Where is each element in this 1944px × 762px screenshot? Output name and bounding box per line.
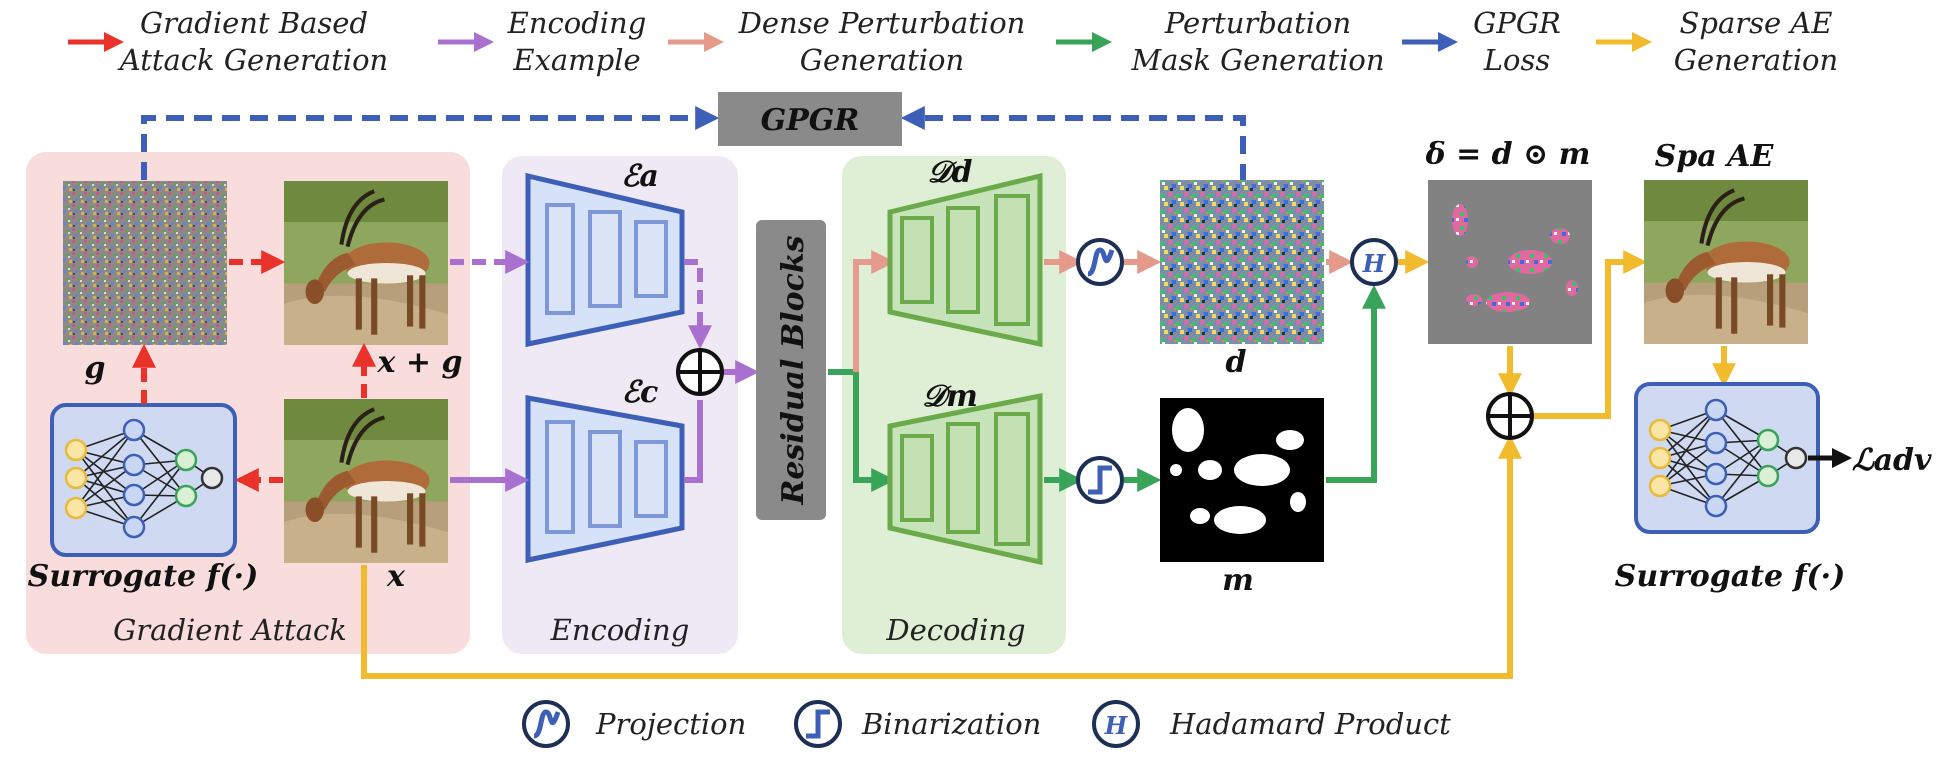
binarization-icon xyxy=(1076,456,1124,504)
binarization-legend-label: Binarization xyxy=(861,707,1041,741)
legend-encoding-line1: Encoding xyxy=(507,6,647,40)
legend-sparse-line2: Generation xyxy=(1674,43,1838,77)
noise-image-g xyxy=(63,181,227,345)
legend-attack-line1: Gradient Based xyxy=(140,6,368,40)
dense-perturbation-image-d xyxy=(1160,180,1324,344)
sparse-adversarial-example-image xyxy=(1644,180,1808,344)
legend-mask-line1: Perturbation xyxy=(1164,6,1351,40)
legend-gpgr-line2: Loss xyxy=(1483,43,1550,77)
top-legend: Gradient Based Attack Generation Encodin… xyxy=(68,6,1838,77)
encoder-a-label: ℰa xyxy=(621,159,659,194)
sum-node-sparse-ae xyxy=(1486,392,1534,440)
surrogate-network-left xyxy=(50,403,237,557)
surrogate-network-right xyxy=(1634,382,1820,534)
projection-legend-icon xyxy=(522,700,570,748)
hadamard-legend-icon: H xyxy=(1092,700,1140,748)
residual-blocks xyxy=(756,220,826,520)
binarization-legend-icon xyxy=(794,700,842,748)
spa-ae-label: Spa AE xyxy=(1655,139,1775,174)
image-x-plus-g xyxy=(284,181,448,345)
gpgr-box-label: GPGR xyxy=(761,103,860,138)
legend-item-mask: Perturbation Mask Generation xyxy=(1056,6,1385,77)
legend-gpgr-line1: GPGR xyxy=(1473,6,1561,40)
attack-arrows xyxy=(132,250,376,492)
legend-item-gpgr: GPGR Loss xyxy=(1402,6,1561,77)
encoder-c-label: ℰc xyxy=(622,375,658,410)
hadamard-product-node: H xyxy=(1350,238,1398,286)
encoding-arrows xyxy=(450,250,760,492)
residual-output-arrows xyxy=(828,250,896,492)
sparse-perturbation-image xyxy=(1428,180,1592,344)
bottom-legend: Projection Binarization H Hadamard Produ… xyxy=(522,700,1451,748)
residual-blocks-label: Residual Blocks xyxy=(776,235,811,505)
label-d: d xyxy=(1226,345,1247,380)
label-x-plus-g: x + g xyxy=(377,345,463,380)
projection-icon xyxy=(1076,238,1124,286)
legend-item-sparse: Sparse AE Generation xyxy=(1596,6,1838,77)
legend-attack-line2: Attack Generation xyxy=(117,43,388,77)
decoder-m-label: 𝒟m xyxy=(922,379,978,414)
legend-mask-line2: Mask Generation xyxy=(1130,43,1384,77)
surrogate-right-label: Surrogate f(·) xyxy=(1615,559,1846,594)
encoding-label: Encoding xyxy=(550,613,690,647)
decoder-m xyxy=(887,392,1043,566)
sum-node-encoding xyxy=(676,348,724,396)
gpgr-loss-path xyxy=(141,106,1246,182)
hadamard-legend-label: Hadamard Product xyxy=(1169,707,1451,741)
surrogate-left-label: Surrogate f(·) xyxy=(28,559,259,594)
decoding-label: Decoding xyxy=(885,613,1025,647)
legend-encoding-line2: Example xyxy=(512,43,640,77)
legend-dense-line1: Dense Perturbation xyxy=(738,6,1026,40)
legend-sparse-line1: Sparse AE xyxy=(1680,6,1833,40)
encoder-c xyxy=(525,395,685,564)
legend-item-encoding: Encoding Example xyxy=(438,6,646,77)
delta-equation: δ = d ⊙ m xyxy=(1425,137,1591,172)
hadamard-legend-symbol: H xyxy=(1104,711,1129,740)
decoder-d xyxy=(887,172,1043,348)
decoder-d-label: 𝒟d xyxy=(928,155,973,190)
label-m: m xyxy=(1222,563,1254,598)
hadamard-node-symbol: H xyxy=(1362,249,1387,278)
sparse-ae-generation-path xyxy=(361,250,1736,679)
encoder-a xyxy=(525,172,685,348)
label-g: g xyxy=(85,351,106,386)
projection-legend-label: Projection xyxy=(595,707,746,741)
mask-image-m xyxy=(1160,398,1324,562)
legend-item-dense: Dense Perturbation Generation xyxy=(668,6,1025,77)
legend-dense-line2: Generation xyxy=(800,43,964,77)
legend-item-attack: Gradient Based Attack Generation xyxy=(68,6,388,77)
label-x: x xyxy=(386,559,406,594)
decoder-output-arrows xyxy=(1044,250,1162,492)
hadamard-input-arrows xyxy=(1326,250,1430,483)
gradient-attack-label: Gradient Attack xyxy=(113,613,347,647)
image-x xyxy=(284,399,448,563)
gpgr-box xyxy=(718,92,902,146)
adversarial-loss-label: ℒadv xyxy=(1852,443,1932,478)
